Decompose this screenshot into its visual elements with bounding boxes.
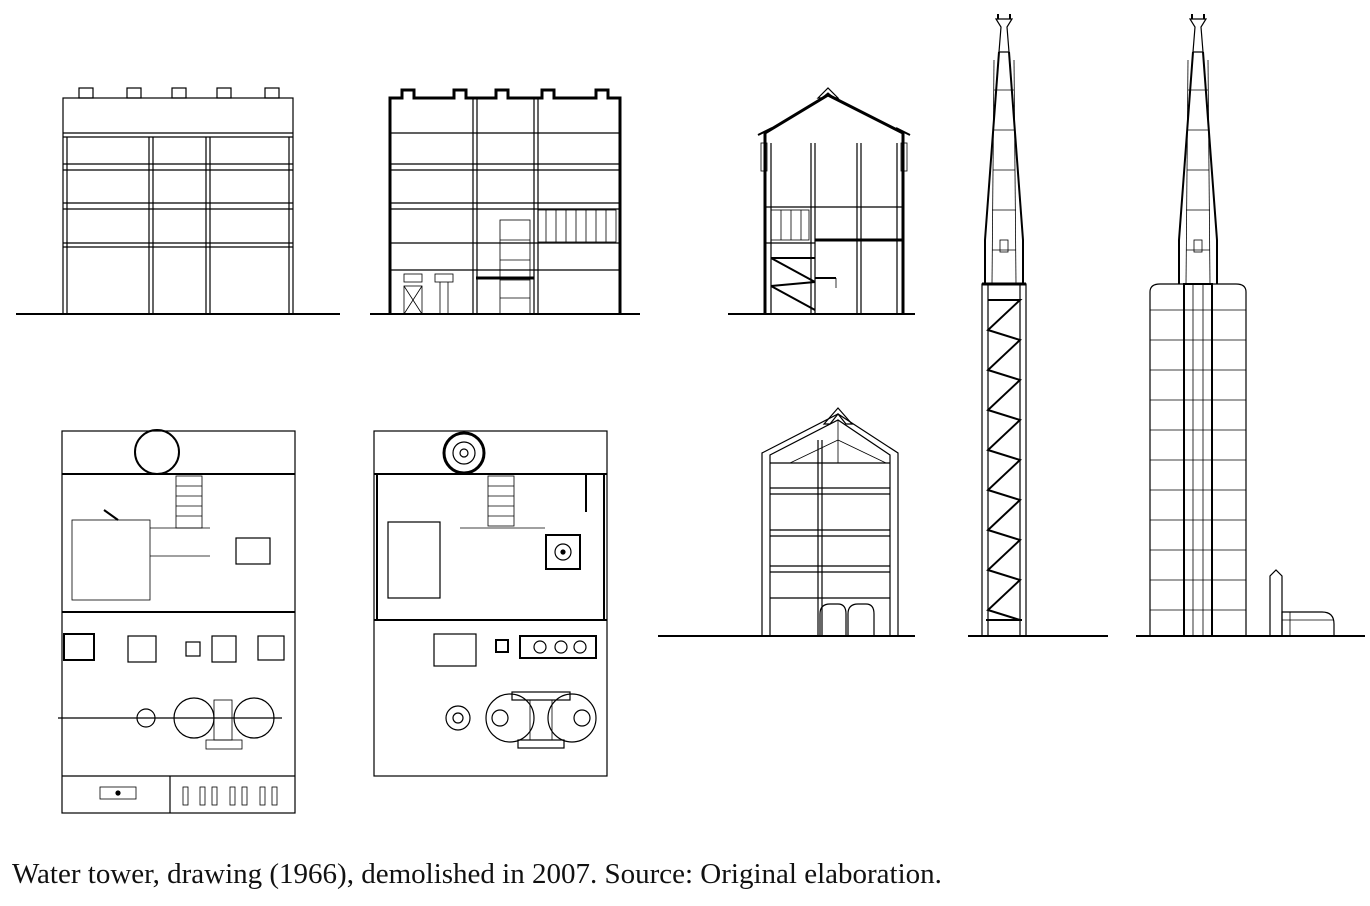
front-elevation bbox=[16, 87, 340, 315]
longitudinal-section bbox=[370, 88, 640, 315]
ground-plan bbox=[58, 429, 296, 814]
cross-section bbox=[728, 87, 915, 315]
tower-elevation bbox=[1136, 14, 1365, 637]
tower-section bbox=[968, 14, 1108, 637]
upper-plan bbox=[373, 430, 608, 777]
architectural-drawing-sheet bbox=[16, 14, 1365, 814]
figure-caption: Water tower, drawing (1966), demolished … bbox=[12, 858, 942, 890]
side-elevation bbox=[658, 407, 915, 637]
